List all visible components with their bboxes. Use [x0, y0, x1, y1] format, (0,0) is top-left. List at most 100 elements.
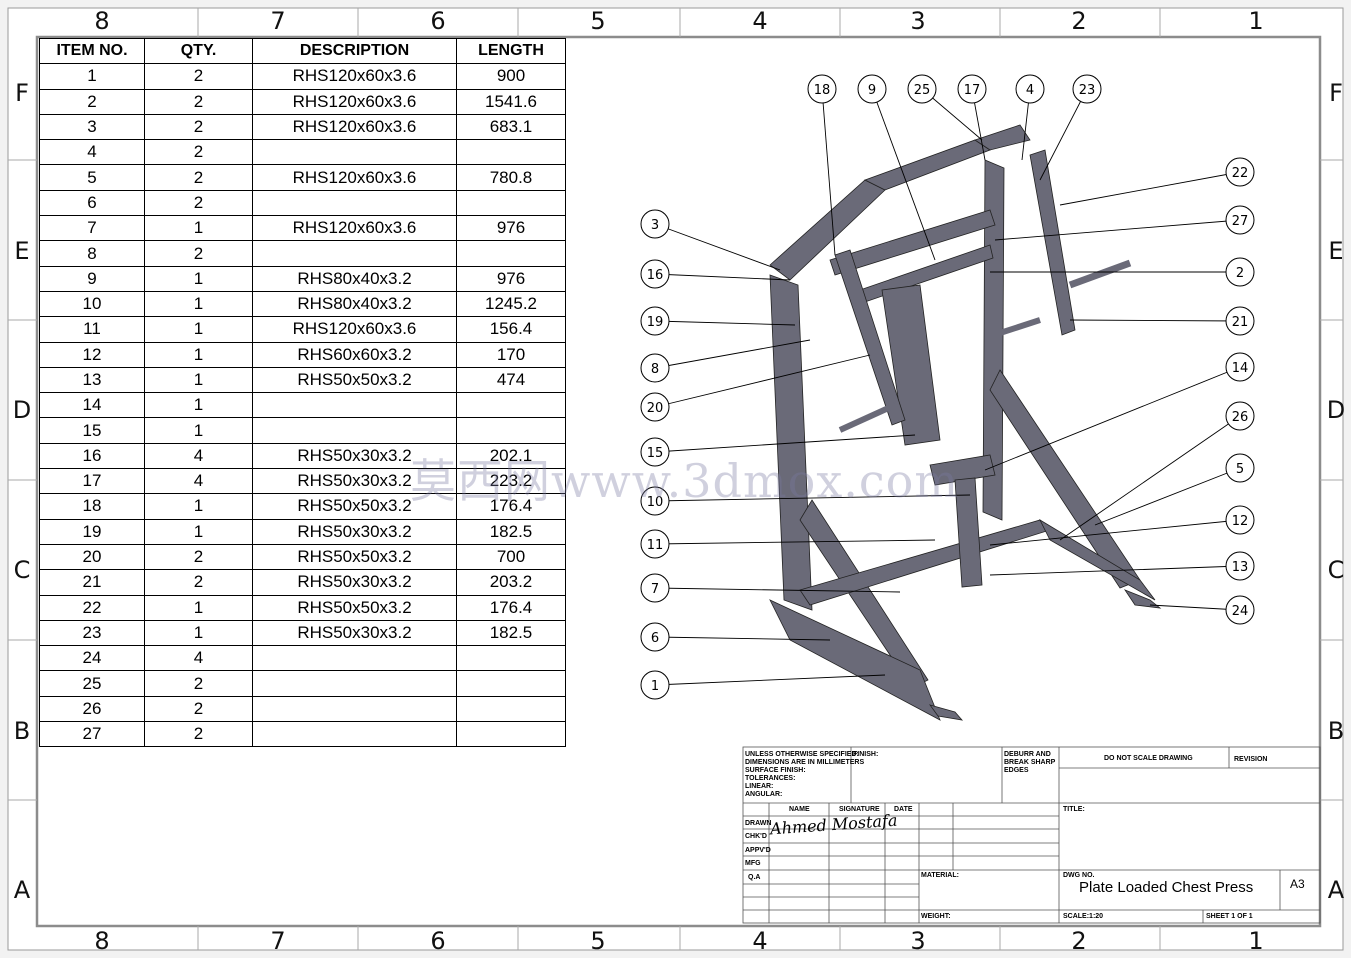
zone-column-bottom: 3: [910, 927, 926, 955]
bom-cell-description: [252, 670, 457, 697]
approved-label: APPV'D: [745, 847, 771, 854]
bom-cell-item: 8: [39, 240, 145, 267]
chest-press-isometric-view: [769, 124, 1162, 721]
bom-cell-item: 4: [39, 139, 145, 166]
bom-cell-description: RHS50x30x3.2: [252, 619, 457, 647]
zone-row-left: B: [13, 717, 31, 745]
balloon-number: 25: [914, 83, 931, 98]
bom-cell-length: 1541.6: [456, 88, 566, 115]
bom-cell-item: 1: [39, 63, 145, 90]
balloon-circle: [1225, 551, 1255, 581]
balloon-leader: [654, 636, 831, 641]
bom-cell-item: 17: [39, 468, 145, 495]
bom-cell-item: 14: [39, 392, 145, 419]
name-column-label: NAME: [789, 806, 810, 813]
zone-column-top: 1: [1248, 7, 1264, 35]
balloon-leader: [654, 223, 781, 271]
balloon-number: 26: [1232, 410, 1249, 425]
balloon-circle: [957, 74, 987, 104]
bom-cell-length: [456, 417, 566, 444]
bom-header-qty: QTY.: [144, 37, 253, 65]
balloon-circle: [1225, 306, 1255, 336]
bom-cell-qty: 2: [144, 164, 253, 191]
bom-cell-qty: 1: [144, 493, 253, 520]
mfg-label: MFG: [745, 860, 761, 867]
bom-cell-length: [456, 695, 566, 723]
balloon-number: 27: [1232, 214, 1249, 229]
base-left: [769, 599, 941, 721]
zone-row-right: C: [1327, 556, 1345, 584]
balloon-leader: [654, 434, 916, 453]
bom-cell-description: [252, 695, 457, 723]
balloon-leader: [984, 366, 1241, 471]
balloon-leader: [1094, 467, 1241, 526]
balloon-leader: [654, 587, 901, 593]
bom-cell-description: RHS50x30x3.2: [252, 468, 457, 495]
drawing-title: Plate Loaded Chest Press: [1079, 879, 1254, 896]
bom-cell-length: 223.2: [456, 468, 566, 495]
bom-cell-description: RHS50x50x3.2: [252, 366, 457, 394]
drawn-label: DRAWN: [745, 820, 772, 827]
foot-plate-right: [1123, 589, 1162, 609]
bom-cell-description: RHS50x50x3.2: [252, 493, 457, 520]
plate-horn: [1068, 259, 1132, 289]
bom-cell-description: RHS120x60x3.6: [252, 316, 457, 343]
bom-cell-description: RHS60x60x3.2: [252, 341, 457, 368]
bom-cell-description: RHS50x30x3.2: [252, 518, 457, 545]
bom-cell-qty: 1: [144, 417, 253, 444]
bom-cell-qty: 1: [144, 392, 253, 419]
bom-cell-description: [252, 721, 457, 748]
zone-column-top: 2: [1071, 7, 1087, 35]
bom-cell-qty: 4: [144, 468, 253, 495]
bom-cell-item: 3: [39, 113, 145, 141]
balloon-number: 5: [1236, 462, 1244, 477]
bom-cell-length: [456, 721, 566, 748]
bom-cell-item: 2: [39, 88, 145, 115]
balloon-number: 24: [1232, 604, 1249, 619]
bom-header-length: LENGTH: [456, 37, 566, 65]
balloon-leader: [989, 565, 1241, 576]
balloon-circle: [1225, 205, 1255, 235]
bom-cell-qty: 2: [144, 139, 253, 166]
bom-cell-description: RHS120x60x3.6: [252, 113, 457, 141]
bom-cell-item: 26: [39, 695, 145, 723]
balloon-circle: [1225, 352, 1255, 382]
bom-cell-item: 9: [39, 265, 145, 292]
balloon-number: 18: [814, 83, 831, 98]
balloon-number: 20: [647, 401, 664, 416]
balloon-number: 22: [1232, 166, 1249, 181]
bom-cell-item: 5: [39, 164, 145, 191]
balloon-number: 2: [1236, 266, 1244, 281]
zone-column-top: 8: [94, 7, 110, 35]
bom-cell-qty: 1: [144, 316, 253, 343]
balloon-number: 19: [647, 315, 664, 330]
bom-header-description: DESCRIPTION: [252, 37, 457, 65]
bom-cell-description: [252, 645, 457, 672]
bom-cell-qty: 2: [144, 569, 253, 596]
bom-cell-length: 202.1: [456, 442, 566, 470]
do-not-scale-note: DO NOT SCALE DRAWING: [1104, 755, 1193, 762]
tolerance-notes: UNLESS OTHERWISE SPECIFIED: DIMENSIONS A…: [745, 751, 865, 798]
balloon-circle: [640, 670, 670, 700]
balloon-leader: [994, 219, 1241, 241]
bom-cell-item: 23: [39, 619, 145, 647]
press-arm-left: [834, 249, 906, 426]
bom-cell-length: 683.1: [456, 113, 566, 141]
right-handle: [999, 317, 1041, 336]
balloon-circle: [1225, 257, 1255, 287]
balloon-number: 21: [1232, 315, 1249, 330]
bom-cell-description: [252, 417, 457, 444]
bom-cell-length: [456, 189, 566, 217]
bom-cell-item: 19: [39, 518, 145, 545]
dwg-no-label: DWG NO.: [1063, 872, 1095, 879]
bom-cell-description: RHS80x40x3.2: [252, 290, 457, 318]
sheet-size: A3: [1290, 877, 1305, 891]
